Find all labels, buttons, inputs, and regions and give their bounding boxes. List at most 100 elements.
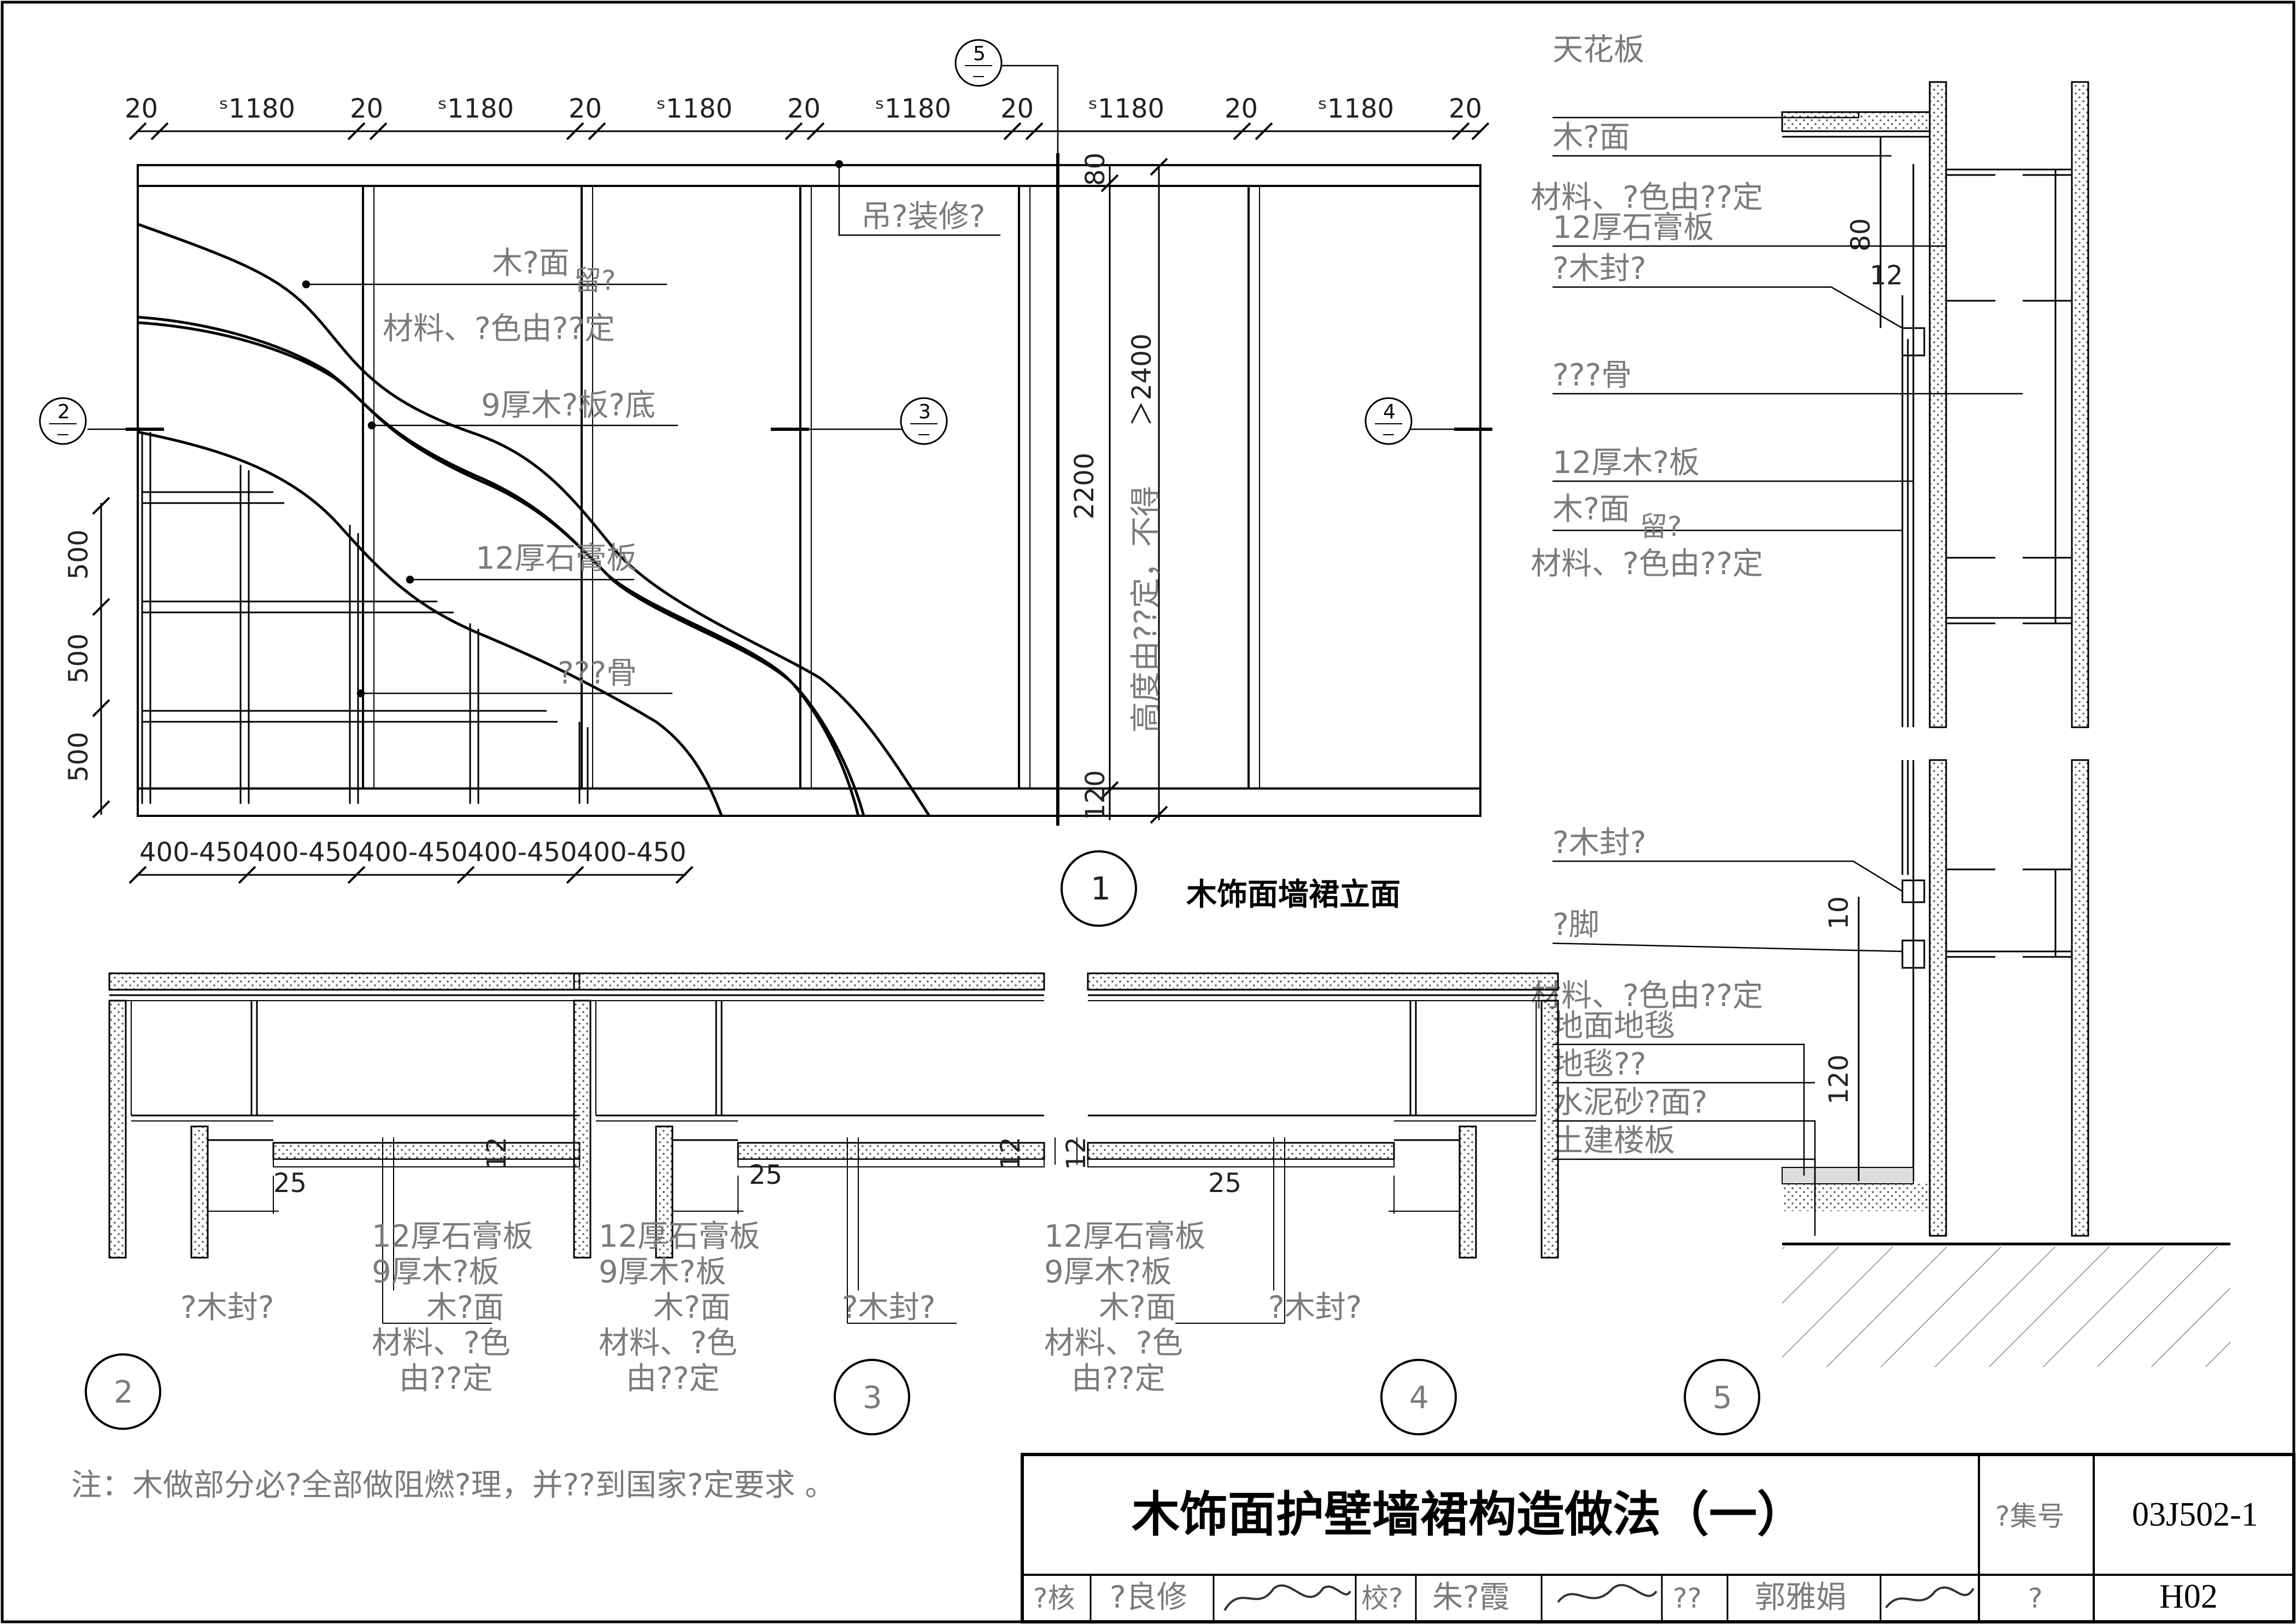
bottom-dim-label: 400-450 [577, 837, 687, 868]
dim-height-note: 高度由??定，不得 [1128, 486, 1164, 733]
s5-wood-face: 木?面 [1553, 120, 1630, 155]
dim-2400: ＞2400 [1127, 334, 1157, 427]
bottom-dim-label: 400-450 [467, 837, 577, 868]
label-ceiling-note: 吊?装修? [861, 199, 985, 235]
top-dim-label: ˢ1180 [656, 94, 733, 124]
atlas-number: 03J502-1 [2132, 1496, 2258, 1533]
dim-80: 80 [1080, 153, 1111, 186]
s5-ceiling: 天花板 [1553, 32, 1644, 68]
label-material-color: 材料、?色由??定 [383, 311, 615, 347]
s5-tag: 留? [1640, 511, 1682, 542]
top-dimension-ticks [128, 122, 1490, 141]
s5-material-color: 材料、?色由??定 [1531, 180, 1763, 215]
d3-gypsum: 12厚石膏板 [599, 1219, 760, 1254]
d2-dim-25: 25 [273, 1168, 307, 1199]
s5-material-color-2: 材料、?色由??定 [1531, 546, 1763, 582]
top-dim-label: ˢ1180 [437, 94, 514, 124]
label-wood-face: 木?面 [492, 246, 570, 281]
page-number: H02 [2159, 1578, 2218, 1615]
d3-plywood: 9厚木?板 [599, 1254, 726, 1290]
vertical-studs [362, 186, 1260, 788]
s5-mortar: 水泥砂?面? [1553, 1085, 1707, 1120]
design-label: ?? [1673, 1582, 1702, 1614]
s5-carpet: 地面地毯 [1553, 1008, 1675, 1044]
bottom-dim-label: 400-450 [358, 837, 468, 868]
d3-material: 材料、?色 [599, 1325, 737, 1361]
d4-seal: ?木封? [1268, 1290, 1362, 1325]
d3-number: 3 [863, 1380, 882, 1416]
designer-signature [1885, 1586, 1975, 1609]
d4-wood-face: 木?面 [1099, 1290, 1176, 1325]
left-dim-3: 500 [63, 732, 94, 782]
section-mark-number: 5 [973, 43, 986, 65]
d2-plywood: 9厚木?板 [372, 1254, 499, 1290]
detail-3-labels: 12厚石膏板 9厚木?板 木?面 材料、?色 由??定 ?木封? 25 12 3 [599, 1137, 1026, 1435]
s5-plywood: 12厚木?板 [1553, 445, 1700, 481]
plan-details [108, 972, 1559, 1324]
section-mark-number: 4 [1383, 401, 1396, 423]
detail-4-labels: 12厚石膏板 9厚木?板 木?面 材料、?色 由??定 ?木封? 25 12 4 [1044, 1137, 1457, 1435]
top-dim-label: ˢ1180 [219, 94, 295, 124]
top-dim-label: 20 [1000, 94, 1034, 124]
section-5-view: 80 12 10 120 天花板 木?面 材料、?色由??定 12厚石膏板 ?木… [1531, 32, 2230, 1435]
top-dim-label: 20 [787, 94, 821, 124]
left-dim-1: 500 [63, 529, 94, 580]
elevation-caption: 木饰面墙裙立面 [1186, 877, 1401, 913]
d3-wood-face: 木?面 [653, 1290, 731, 1325]
d2-dim-12: 12 [482, 1137, 512, 1170]
d3-dim-25: 25 [749, 1160, 782, 1190]
section-mark-number: 2 [57, 401, 70, 423]
d3-material2: 由??定 [626, 1361, 719, 1397]
dim-2200: 2200 [1069, 453, 1100, 519]
d2-material2: 由??定 [399, 1361, 493, 1397]
d2-seal: ?木封? [180, 1290, 274, 1325]
s5-skirting: ?脚 [1553, 907, 1600, 943]
s5-wood-seal-2: ?木封? [1553, 825, 1646, 861]
d4-gypsum: 12厚石膏板 [1044, 1219, 1205, 1254]
d4-number: 4 [1409, 1380, 1429, 1416]
top-dim-label: 20 [1449, 94, 1482, 124]
bottom-dim-label: 400-450 [139, 837, 249, 868]
check-label: 校? [1361, 1582, 1403, 1614]
d4-dim-12: 12 [1061, 1137, 1092, 1170]
s5-wood-seal: ?木封? [1553, 251, 1646, 287]
detail-2-labels: 12厚石膏板 9厚木?板 木?面 材料、?色 由??定 ?木封? 25 12 2 [85, 1137, 533, 1430]
s5-dim-120: 120 [1824, 1054, 1854, 1105]
title-block: 木饰面护壁墙裙构造做法（一） ?集号 03J502-1 ?核 ?良修 校? 朱?… [1021, 1453, 2295, 1623]
section-mark-number: 3 [918, 401, 931, 423]
drawing-title: 木饰面护壁墙裙构造做法（一） [1132, 1486, 1805, 1543]
s5-material-color-3: 材料、?色由??定 [1531, 978, 1763, 1014]
label-plywood-base: 9厚木?板?底 [481, 388, 655, 423]
d3-seal: ?木封? [842, 1290, 935, 1325]
d4-dim-25: 25 [1208, 1168, 1241, 1199]
page-label: ? [2028, 1582, 2043, 1614]
designer-name: 郭雅娟 [1755, 1580, 1847, 1615]
checker-name: 朱?霞 [1432, 1580, 1510, 1615]
d4-material2: 由??定 [1071, 1361, 1165, 1397]
bottom-dimension-ticks [128, 866, 694, 884]
atlas-label: ?集号 [1995, 1500, 2065, 1532]
label-keel: ???骨 [558, 656, 637, 691]
reviewer-name: ?良修 [1110, 1580, 1187, 1615]
checker-signature [1557, 1584, 1657, 1603]
s5-carpet-pad: 地毯?? [1553, 1047, 1646, 1082]
label-wood-face-tag: 留? [574, 265, 616, 296]
d2-number: 2 [114, 1375, 133, 1410]
section-cut-markers: 2 3 4 5 [39, 39, 1413, 445]
d2-material: 材料、?色 [372, 1325, 511, 1361]
top-dim-label: ˢ1180 [1088, 94, 1164, 124]
top-dim-label: 20 [1225, 94, 1258, 124]
left-dim-2: 500 [63, 633, 94, 684]
d2-gypsum: 12厚石膏板 [372, 1219, 533, 1254]
top-dim-label: ˢ1180 [1317, 94, 1394, 124]
d4-material: 材料、?色 [1044, 1325, 1183, 1361]
s5-gypsum: 12厚石膏板 [1553, 210, 1714, 246]
review-label: ?核 [1033, 1582, 1075, 1614]
d3-dim-12: 12 [995, 1137, 1026, 1170]
top-dim-label: 20 [569, 94, 602, 124]
top-dim-label: ˢ1180 [875, 94, 951, 124]
